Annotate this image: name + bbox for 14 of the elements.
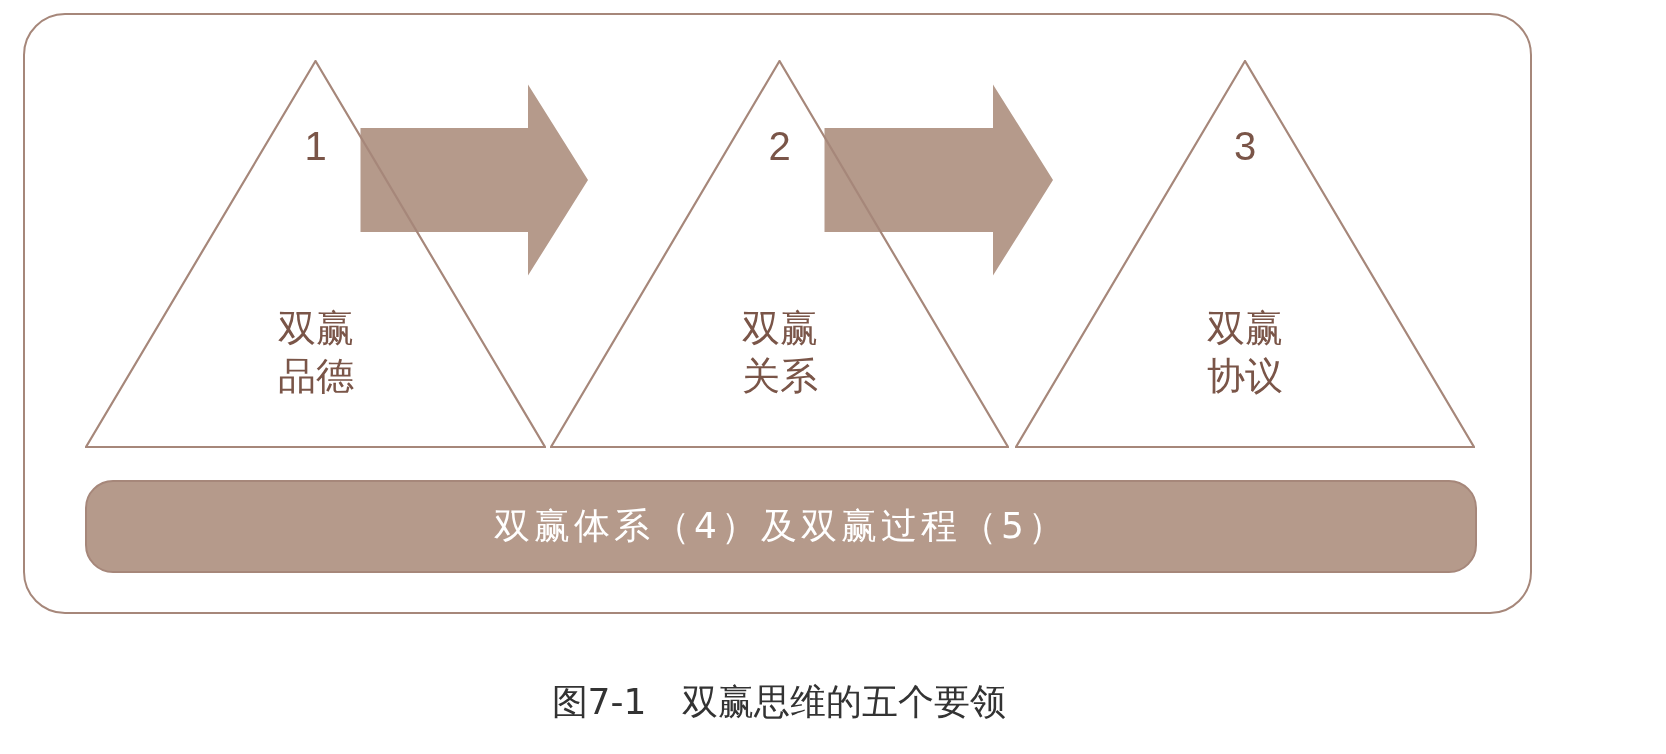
banner-bar: 双赢体系（4）及双赢过程（5） [85, 480, 1477, 573]
block-arrow [360, 84, 588, 276]
triangle [1015, 60, 1475, 448]
step-number: 3 [1232, 126, 1258, 166]
step-label: 双赢关系 [740, 305, 819, 400]
step-label: 双赢品德 [276, 305, 355, 400]
figure-caption: 图7-1 双赢思维的五个要领 [550, 680, 1008, 724]
frame-box [23, 13, 1532, 614]
step-label: 双赢协议 [1206, 305, 1284, 400]
step-number: 2 [767, 126, 792, 166]
triangle [85, 60, 546, 448]
step-number: 1 [303, 126, 328, 166]
triangle [550, 60, 1009, 448]
block-arrow [824, 84, 1053, 276]
